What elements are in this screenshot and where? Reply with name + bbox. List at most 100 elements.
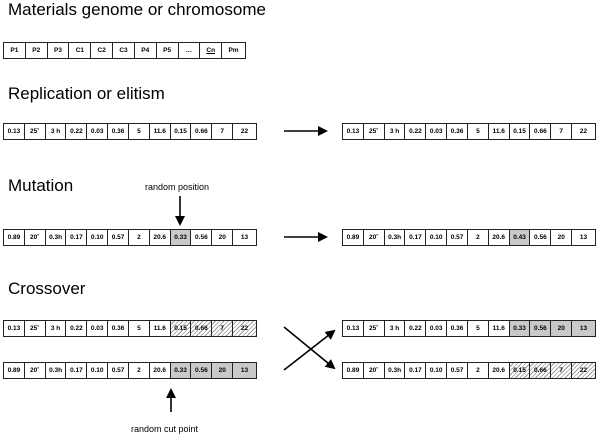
gene-cell: 0.89: [343, 363, 364, 378]
gene-cell: C1: [69, 43, 92, 58]
gene-cell: 5: [128, 321, 150, 336]
gene-cell: 0.13: [343, 321, 364, 336]
gene-cell: 0.36: [108, 124, 129, 139]
gene-cell: 0.03: [87, 321, 109, 336]
gene-cell: 22: [572, 124, 595, 139]
gene-cell: 0.03: [426, 321, 448, 336]
gene-cell: 0.17: [66, 363, 88, 378]
gene-cell: 5: [467, 124, 489, 139]
gene-label: Cn: [206, 47, 216, 54]
gene-cell: 20˚: [24, 230, 46, 245]
gene-cell: 20˚: [24, 363, 46, 378]
gene-cell: 0.22: [405, 124, 427, 139]
gene-cell: 0.3h: [45, 230, 67, 245]
gene-cell: 0.15: [170, 124, 192, 139]
gene-cell: 0.89: [4, 363, 25, 378]
gene-cell: 11.6: [488, 124, 510, 139]
gene-cell: 20˚: [363, 230, 385, 245]
gene-cell: 11.6: [149, 124, 171, 139]
gene-cell: 20˚: [363, 363, 385, 378]
gene-cell: 0.13: [4, 321, 25, 336]
gene-cell: 0.33: [170, 363, 192, 378]
gene-cell: 0.57: [108, 230, 129, 245]
gene-cell: 0.03: [87, 124, 109, 139]
gene-cell: P3: [47, 43, 70, 58]
gene-cell: 0.15: [509, 363, 531, 378]
gene-cell: 0.13: [4, 124, 25, 139]
gene-cell: 20.6: [149, 230, 171, 245]
gene-cell: 7: [212, 321, 234, 336]
gene-cell: P1: [4, 43, 26, 58]
gene-cell: 13: [233, 363, 256, 378]
gene-cell: 0.36: [447, 321, 468, 336]
gene-cell: Pm: [222, 43, 245, 58]
gene-cell: 0.56: [530, 230, 552, 245]
gene-cell: 0.36: [447, 124, 468, 139]
gene-cell: C3: [113, 43, 135, 58]
gene-cell: 0.10: [426, 363, 448, 378]
gene-cell: 0.10: [87, 363, 109, 378]
gene-cell: 3 h: [45, 124, 67, 139]
gene-cell: 0.15: [170, 321, 192, 336]
gene-cell: 25˚: [24, 124, 46, 139]
gene-cell: 0.66: [530, 124, 552, 139]
gene-cell: 0.33: [170, 230, 192, 245]
gene-cell: 2: [467, 363, 489, 378]
gene-cell: 13: [233, 230, 256, 245]
genome-title: Materials genome or chromosome: [8, 0, 266, 19]
gene-cell: 20: [212, 363, 234, 378]
gene-cell: Cn: [200, 43, 223, 58]
gene-cell: 0.36: [108, 321, 129, 336]
gene-cell: 20: [551, 321, 573, 336]
gene-cell: …: [178, 43, 201, 58]
gene-cell: 2: [467, 230, 489, 245]
gene-cell: 2: [128, 363, 150, 378]
gene-cell: 20.6: [488, 363, 510, 378]
gene-cell: 0.43: [509, 230, 531, 245]
gene-cell: 5: [467, 321, 489, 336]
gene-cell: 0.03: [426, 124, 448, 139]
gene-cell: 0.10: [87, 230, 109, 245]
gene-cell: 0.3h: [384, 363, 406, 378]
gene-cell: 3 h: [384, 124, 406, 139]
gene-cell: 0.57: [447, 230, 468, 245]
gene-cell: 7: [551, 124, 573, 139]
gene-cell: 11.6: [488, 321, 510, 336]
gene-cell: P5: [156, 43, 179, 58]
gene-cell: P2: [25, 43, 48, 58]
mutation-title: Mutation: [8, 176, 74, 195]
gene-cell: 7: [212, 124, 234, 139]
gene-cell: 0.56: [530, 321, 552, 336]
gene-cell: 25˚: [24, 321, 46, 336]
gene-cell: 0.17: [66, 230, 88, 245]
random-position-label: random position: [145, 182, 210, 192]
gene-cell: 0.22: [405, 321, 427, 336]
gene-cell: 0.57: [108, 363, 129, 378]
gene-cell: 0.13: [343, 124, 364, 139]
gene-cell: 25˚: [363, 321, 385, 336]
crossover-arrow-down: [283, 326, 336, 370]
gene-cell: 11.6: [149, 321, 171, 336]
gene-cell: 0.3h: [45, 363, 67, 378]
gene-cell: 20.6: [488, 230, 510, 245]
gene-cell: C2: [91, 43, 114, 58]
gene-cell: 20: [551, 230, 573, 245]
crossover-arrow-up: [283, 329, 336, 371]
random-cut-point-label: random cut point: [131, 424, 199, 434]
crossover-title: Crossover: [8, 279, 86, 298]
gene-cell: 0.56: [191, 230, 213, 245]
gene-cell: 0.3h: [384, 230, 406, 245]
replication-title: Replication or elitism: [8, 84, 165, 103]
gene-cell: 0.89: [4, 230, 25, 245]
gene-cell: 25˚: [363, 124, 385, 139]
gene-cell: 22: [233, 124, 256, 139]
gene-cell: 0.66: [191, 124, 213, 139]
gene-cell: 0.57: [447, 363, 468, 378]
